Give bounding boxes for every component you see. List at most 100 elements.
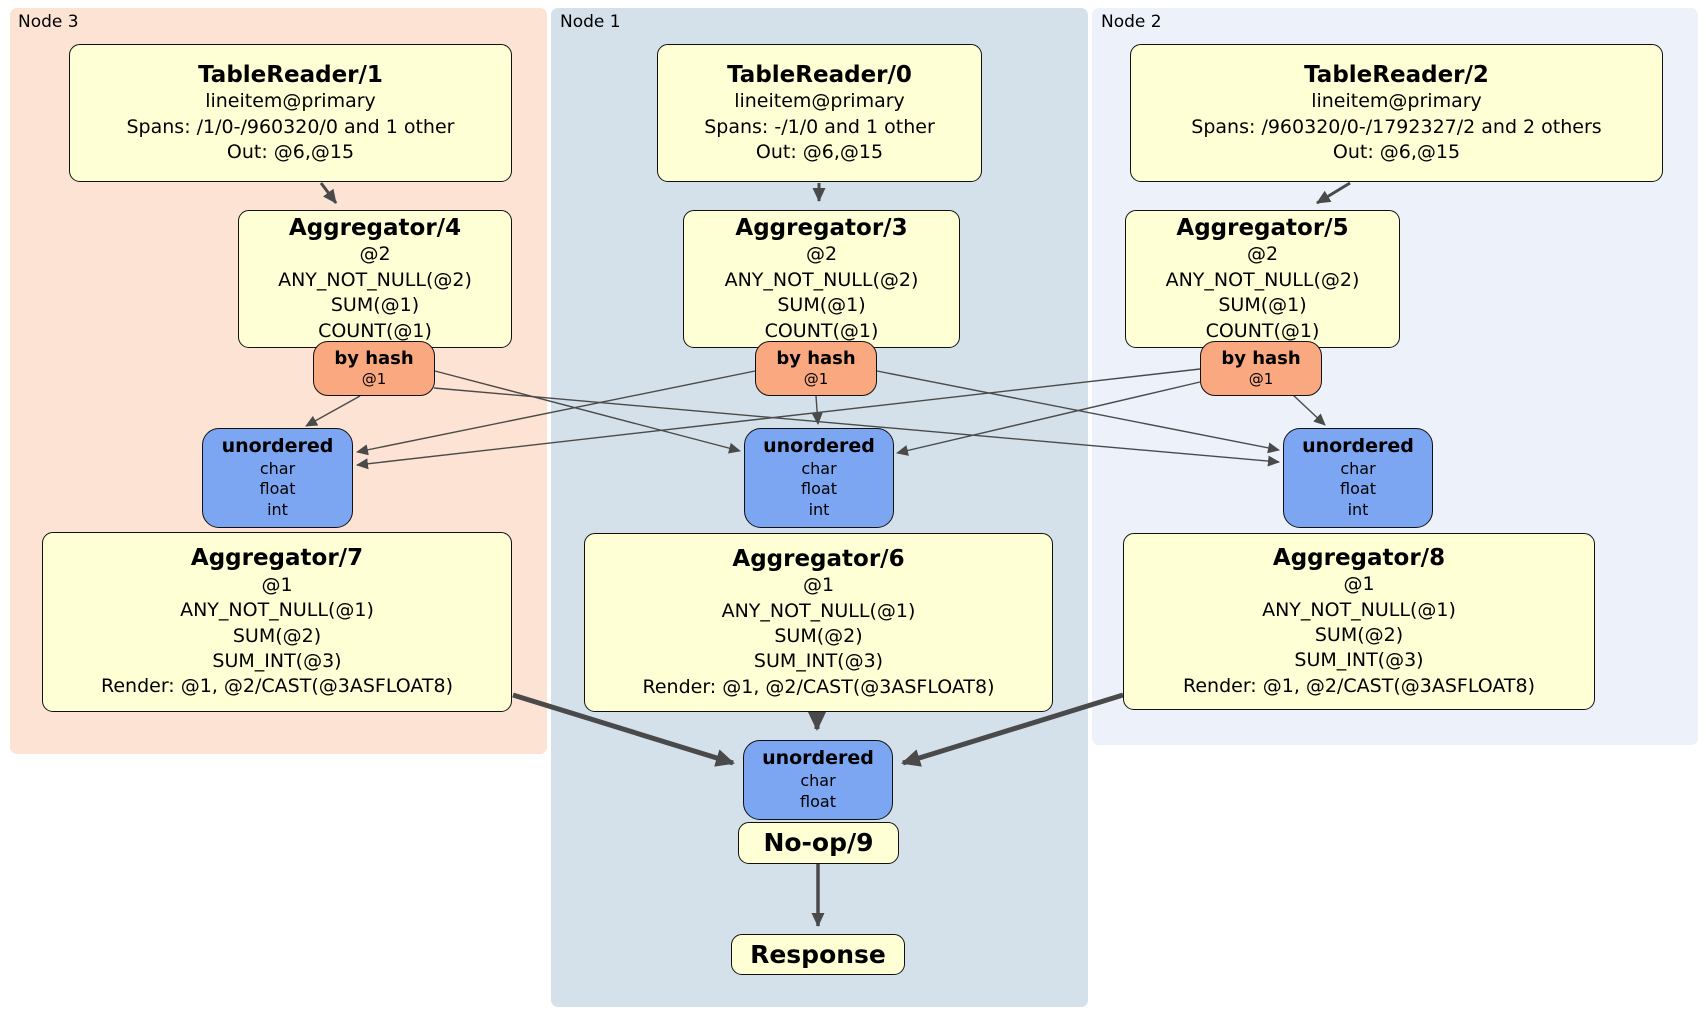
box-line: ANY_NOT_NULL(@1) xyxy=(180,599,374,622)
box-line: SUM(@1) xyxy=(1218,294,1307,317)
box-title: TableReader/2 xyxy=(1304,61,1489,88)
processor-tablereader-0: TableReader/0 lineitem@primary Spans: -/… xyxy=(657,44,982,182)
box-line: char xyxy=(1340,458,1376,478)
box-line: Spans: /960320/0-/1792327/2 and 2 others xyxy=(1191,115,1602,138)
processor-aggregator-6: Aggregator/6 @1 ANY_NOT_NULL(@1) SUM(@2)… xyxy=(584,533,1053,712)
edge-byhash3-unordered1 xyxy=(434,370,741,454)
box-line: ANY_NOT_NULL(@2) xyxy=(278,268,472,291)
edge-aggregator7-unordered-final xyxy=(512,692,735,767)
box-line: ANY_NOT_NULL(@1) xyxy=(1262,598,1456,621)
box-line: Spans: /1/0-/960320/0 and 1 other xyxy=(126,115,455,138)
processor-aggregator-3: Aggregator/3 @2 ANY_NOT_NULL(@2) SUM(@1)… xyxy=(683,210,960,348)
box-line: @1 xyxy=(361,369,387,388)
box-line: int xyxy=(808,500,830,520)
sync-unordered-node3: unordered char float int xyxy=(202,428,353,528)
node3-label: Node 3 xyxy=(18,12,79,32)
box-line: int xyxy=(267,500,288,520)
node2-label: Node 2 xyxy=(1101,12,1162,32)
router-by-hash-node3: by hash @1 xyxy=(313,341,435,396)
box-line: Spans: -/1/0 and 1 other xyxy=(704,115,935,138)
box-line: COUNT(@1) xyxy=(318,319,432,342)
sync-unordered-final: unordered char float xyxy=(743,740,893,820)
sync-unordered-node1: unordered char float int xyxy=(744,428,894,528)
edge-byhash3-unordered2 xyxy=(433,387,1280,467)
node1-label: Node 1 xyxy=(560,12,621,32)
box-line: @1 xyxy=(1248,369,1274,388)
box-line: Out: @6,@15 xyxy=(755,140,884,163)
box-title: Aggregator/4 xyxy=(288,214,462,241)
sync-unordered-node2: unordered char float int xyxy=(1283,428,1433,528)
box-title: TableReader/0 xyxy=(727,61,912,88)
box-title: Aggregator/7 xyxy=(190,545,364,572)
box-title: TableReader/1 xyxy=(198,61,383,88)
box-title: Aggregator/3 xyxy=(735,214,908,241)
edge-byhash1-unordered3 xyxy=(356,370,756,456)
box-line: SUM(@1) xyxy=(777,294,866,317)
box-line: SUM(@2) xyxy=(1314,624,1404,647)
processor-noop-9: No-op/9 xyxy=(738,822,899,864)
box-line: SUM_INT(@3) xyxy=(212,649,342,672)
box-line: @1 xyxy=(261,573,293,596)
box-line: float xyxy=(801,479,837,499)
box-line: char xyxy=(800,771,836,791)
box-line: SUM_INT(@3) xyxy=(1294,649,1424,672)
box-line: char xyxy=(259,458,296,478)
box-title: unordered xyxy=(221,434,334,457)
box-line: @1 xyxy=(802,574,835,597)
box-line: @1 xyxy=(803,369,829,388)
box-line: SUM(@2) xyxy=(774,625,863,648)
box-title: unordered xyxy=(763,434,875,457)
edge-byhash3-unordered3 xyxy=(305,395,361,427)
edge-aggregator8-unordered-final xyxy=(901,692,1124,767)
box-line: Out: @6,@15 xyxy=(1332,140,1461,163)
box-line: float xyxy=(1340,479,1376,499)
edge-byhash2-unordered2 xyxy=(1291,393,1326,426)
box-line: float xyxy=(259,479,296,499)
edge-tablereader1-aggregator4 xyxy=(319,182,338,204)
router-by-hash-node2: by hash @1 xyxy=(1200,341,1322,396)
box-line: @2 xyxy=(805,243,838,266)
box-line: COUNT(@1) xyxy=(764,319,879,342)
response-box: Response xyxy=(731,934,905,975)
router-by-hash-node1: by hash @1 xyxy=(755,341,877,396)
box-line: @2 xyxy=(1246,243,1279,266)
box-line: int xyxy=(1347,500,1369,520)
processor-tablereader-2: TableReader/2 lineitem@primary Spans: /9… xyxy=(1130,44,1663,182)
box-line: ANY_NOT_NULL(@2) xyxy=(724,268,919,291)
box-line: ANY_NOT_NULL(@1) xyxy=(721,599,916,622)
edge-byhash2-unordered3 xyxy=(356,368,1201,470)
box-line: Render: @1, @2/CAST(@3ASFLOAT8) xyxy=(642,675,995,698)
box-line: ANY_NOT_NULL(@2) xyxy=(1165,268,1360,291)
box-line: Out: @6,@15 xyxy=(226,140,355,163)
edge-byhash1-unordered1 xyxy=(811,395,823,425)
box-title: by hash xyxy=(1221,348,1301,370)
box-title: by hash xyxy=(776,348,856,370)
box-line: lineitem@primary xyxy=(205,90,376,113)
box-line: lineitem@primary xyxy=(1311,90,1482,113)
box-line: @1 xyxy=(1343,573,1375,596)
box-title: No-op/9 xyxy=(763,828,874,858)
box-title: Aggregator/8 xyxy=(1272,544,1446,571)
processor-aggregator-4: Aggregator/4 @2 ANY_NOT_NULL(@2) SUM(@1)… xyxy=(238,210,512,348)
box-title: by hash xyxy=(334,348,414,370)
box-title: Aggregator/5 xyxy=(1176,214,1349,241)
box-line: lineitem@primary xyxy=(734,90,905,113)
box-title: unordered xyxy=(762,747,874,770)
box-line: SUM(@1) xyxy=(330,294,420,317)
box-line: SUM_INT(@3) xyxy=(753,650,884,673)
processor-tablereader-1: TableReader/1 lineitem@primary Spans: /1… xyxy=(69,44,512,182)
box-line: Render: @1, @2/CAST(@3ASFLOAT8) xyxy=(101,675,453,698)
box-line: COUNT(@1) xyxy=(1205,319,1320,342)
box-title: unordered xyxy=(1302,434,1414,457)
processor-aggregator-8: Aggregator/8 @1 ANY_NOT_NULL(@1) SUM(@2)… xyxy=(1123,533,1595,710)
box-line: @2 xyxy=(359,243,391,266)
box-line: float xyxy=(800,791,836,811)
box-line: char xyxy=(801,458,837,478)
box-title: Aggregator/6 xyxy=(732,545,905,572)
box-line: Render: @1, @2/CAST(@3ASFLOAT8) xyxy=(1183,674,1535,697)
box-title: Response xyxy=(750,939,886,969)
box-line: SUM(@2) xyxy=(232,624,322,647)
edge-byhash2-unordered1 xyxy=(896,381,1201,456)
edge-tablereader2-aggregator5 xyxy=(1316,181,1351,205)
